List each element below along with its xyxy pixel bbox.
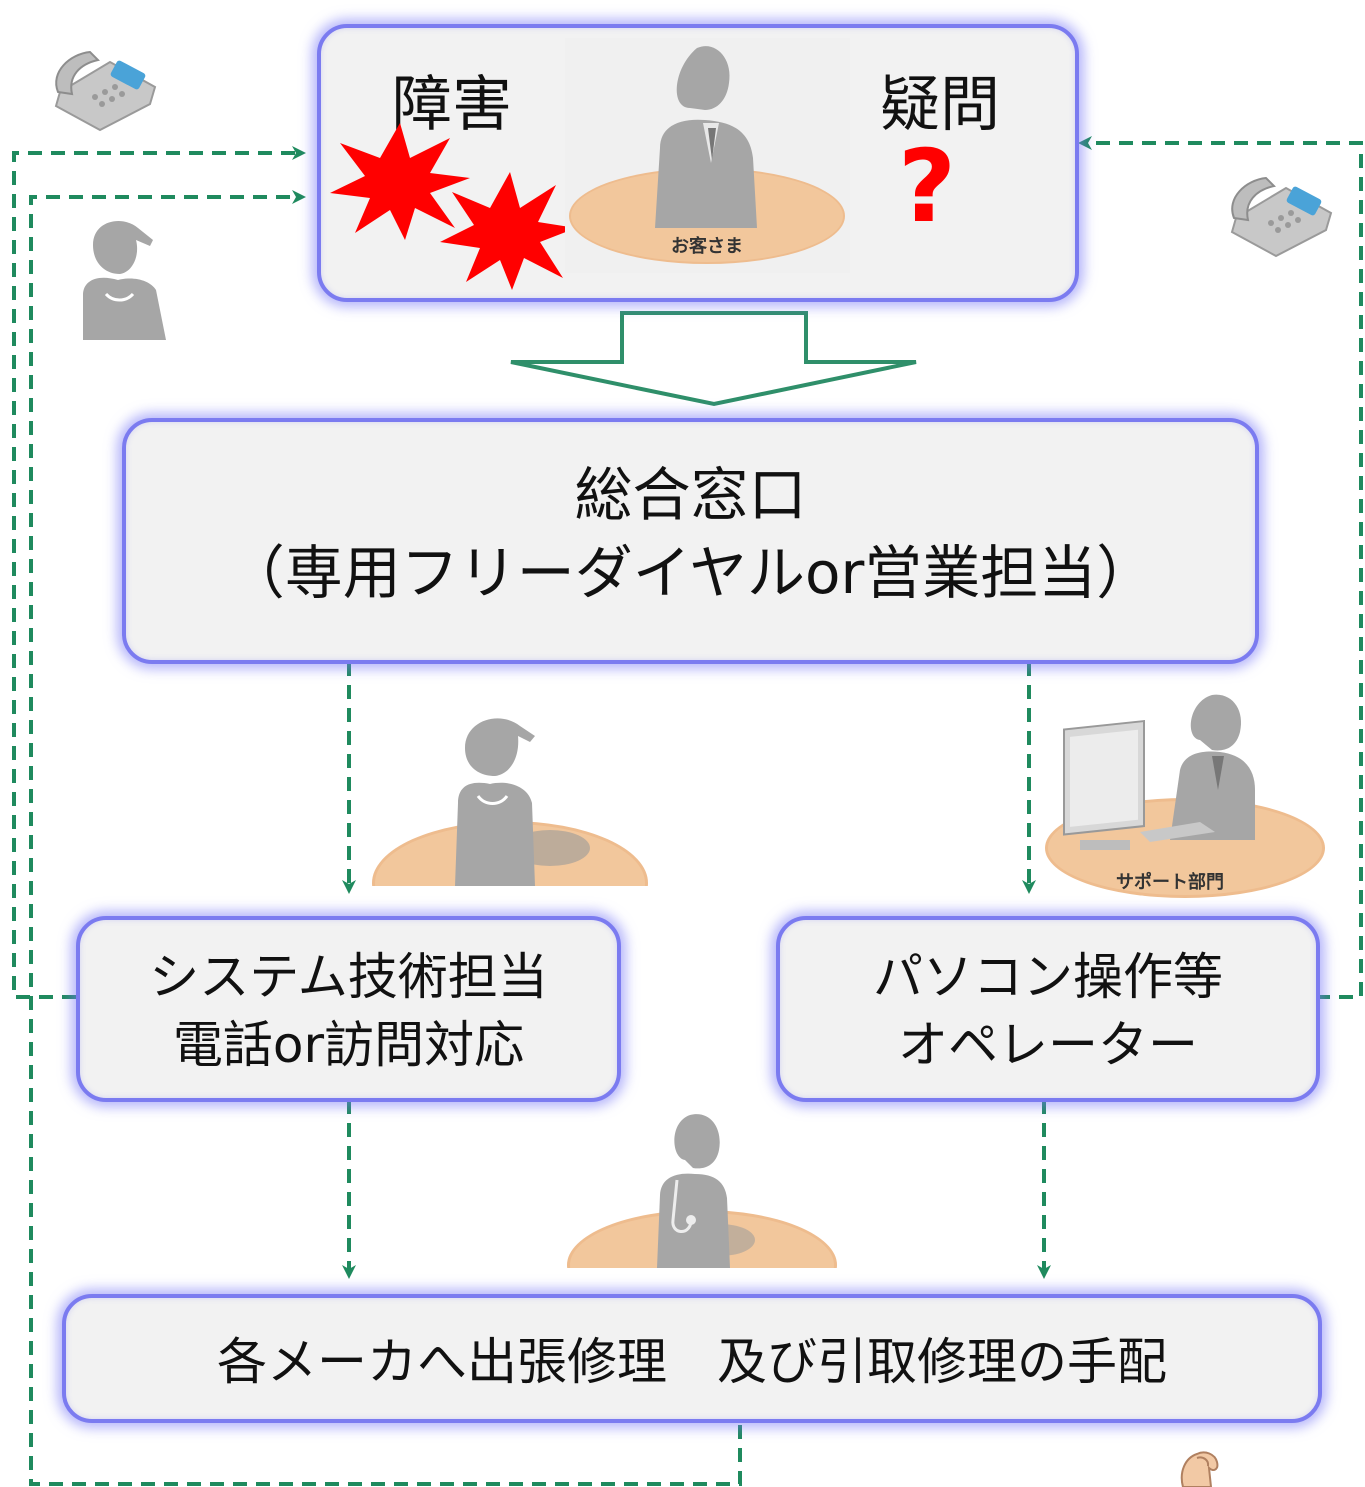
phone-icon — [1230, 176, 1333, 258]
pc-operator-title: パソコン操作等 — [873, 948, 1223, 1006]
question-mark: ? — [898, 128, 957, 245]
question-label: 疑問 — [880, 70, 1000, 140]
burst-icon — [330, 123, 470, 240]
doctor-icon — [567, 1114, 837, 1268]
customer-icon: お客さま — [569, 46, 845, 264]
return-line-operator — [1078, 136, 1363, 999]
customer-person-label: お客さま — [671, 235, 743, 257]
worker-icon — [83, 221, 166, 340]
return-line-repair — [29, 190, 742, 1486]
engineer-icon — [372, 718, 648, 886]
phone-icon — [54, 50, 157, 132]
system-tech-subtitle: 電話or訪問対応 — [172, 1016, 525, 1074]
pc-operator-box — [776, 916, 1320, 1102]
trouble-label: 障害 — [392, 70, 512, 140]
support-dept-label: サポート部門 — [1116, 871, 1224, 893]
flow-down-arrow — [510, 311, 917, 407]
hand-icon — [1180, 1451, 1219, 1487]
burst-icon — [440, 172, 576, 290]
general-window-title: 総合窓口 — [574, 461, 807, 529]
repair-box — [62, 1294, 1322, 1423]
system-tech-title: システム技術担当 — [149, 948, 548, 1006]
general-window-subtitle: （専用フリーダイヤルor営業担当） — [226, 539, 1155, 607]
return-line-tech — [12, 146, 306, 999]
operator-icon: サポート部門 — [1045, 694, 1325, 898]
pc-operator-subtitle: オペレーター — [898, 1016, 1198, 1074]
repair-label: 各メーカへ出張修理 及び引取修理の手配 — [217, 1333, 1167, 1391]
general-window-box — [122, 418, 1259, 664]
system-tech-box — [76, 916, 621, 1102]
